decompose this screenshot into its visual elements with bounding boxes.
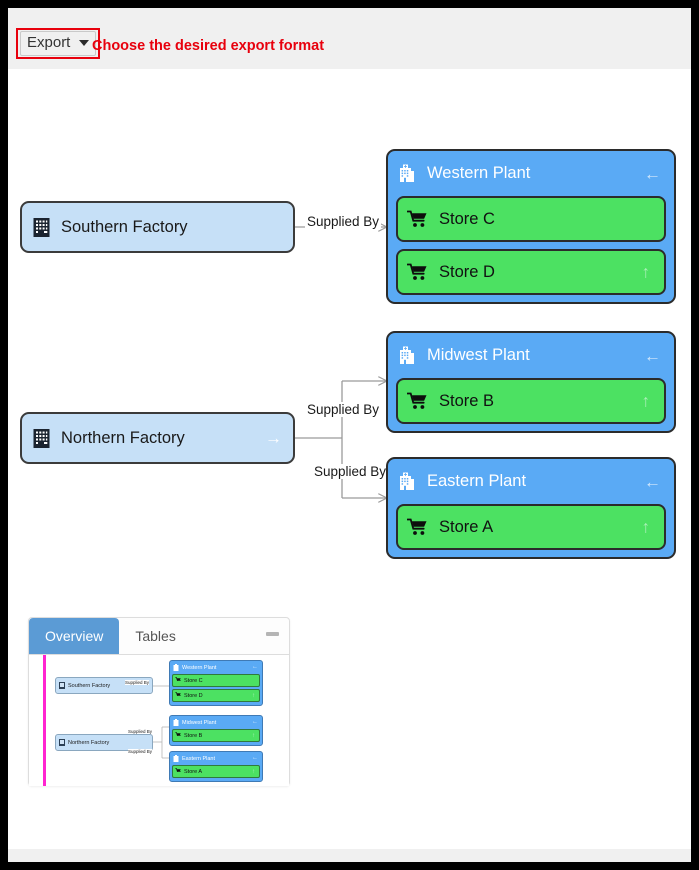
bottom-strip xyxy=(8,849,691,862)
node-store-a[interactable]: Store A ↑ xyxy=(396,504,666,550)
minimap-group-midwest-plant[interactable]: Midwest Plant ← Store B ↑ xyxy=(169,715,263,746)
office-building-icon xyxy=(32,428,51,449)
minimap-connector-layer xyxy=(153,685,169,759)
node-label: Store D xyxy=(439,262,495,281)
group-eastern-plant[interactable]: Eastern Plant ← Store A ↑ xyxy=(386,457,676,559)
group-title: Midwest Plant xyxy=(182,719,217,726)
minimap-node-northern-factory[interactable]: Northern Factory xyxy=(55,734,153,751)
minimize-icon[interactable] xyxy=(266,632,279,636)
export-hint-text: Choose the desired export format xyxy=(92,38,325,54)
minimap-canvas[interactable]: Southern Factory Northern Factory Suppli… xyxy=(29,655,289,786)
export-dropdown-button[interactable]: Export xyxy=(20,31,97,56)
shopping-cart-icon xyxy=(406,263,428,281)
group-title: Eastern Plant xyxy=(182,755,216,762)
node-northern-factory[interactable]: Northern Factory → xyxy=(20,412,295,464)
minimap-node-store-c[interactable]: Store C xyxy=(172,674,260,687)
arrow-up-icon[interactable]: ↑ xyxy=(641,262,651,282)
arrow-up-icon[interactable]: ↑ xyxy=(641,391,651,411)
node-label: Northern Factory xyxy=(68,739,110,746)
office-building-icon xyxy=(59,739,65,746)
plant-building-icon xyxy=(173,719,179,726)
export-button-label: Export xyxy=(27,34,71,51)
shopping-cart-icon xyxy=(175,677,181,684)
node-label: Store B xyxy=(439,391,495,410)
arrow-up-icon[interactable]: ↑ xyxy=(252,733,255,739)
minimap-edge-label-1: Supplied By xyxy=(125,680,150,685)
edge-label-southern-western: Supplied By xyxy=(305,214,382,229)
group-title: Eastern Plant xyxy=(427,472,527,490)
node-label: Store B xyxy=(184,732,203,739)
plant-building-icon xyxy=(398,472,416,492)
node-label: Store C xyxy=(439,209,495,228)
chevron-down-icon xyxy=(79,40,90,46)
node-label: Southern Factory xyxy=(61,217,188,236)
node-southern-factory[interactable]: Southern Factory xyxy=(20,201,295,253)
overview-tabstrip: Overview Tables xyxy=(29,618,289,655)
arrow-left-icon[interactable]: ← xyxy=(644,164,661,183)
plant-building-icon xyxy=(173,755,179,762)
office-building-icon xyxy=(59,682,65,689)
arrow-up-icon[interactable]: ↑ xyxy=(252,693,255,699)
toolbar: Export Choose the desired export format xyxy=(8,8,691,70)
plant-building-icon xyxy=(398,164,416,184)
group-title: Western Plant xyxy=(427,164,531,182)
shopping-cart-icon xyxy=(175,732,181,739)
minimap-group-eastern-plant[interactable]: Eastern Plant ← Store A ↑ xyxy=(169,751,263,782)
shopping-cart-icon xyxy=(406,392,428,410)
plant-building-icon xyxy=(398,346,416,366)
group-header[interactable]: Midwest Plant ← xyxy=(388,333,674,378)
group-western-plant[interactable]: Western Plant ← Store C xyxy=(386,149,676,304)
minimap-group-western-plant[interactable]: Western Plant ← Store C Store D xyxy=(169,660,263,706)
group-header: Midwest Plant ← xyxy=(170,716,262,729)
node-label: Southern Factory xyxy=(68,682,111,689)
node-label: Store A xyxy=(184,768,203,775)
minimap-node-store-b[interactable]: Store B ↑ xyxy=(172,729,260,742)
tab-overview[interactable]: Overview xyxy=(29,618,120,654)
office-building-icon xyxy=(32,217,51,238)
node-label: Store C xyxy=(184,677,203,684)
group-header[interactable]: Western Plant ← xyxy=(388,151,674,196)
node-store-c[interactable]: Store C xyxy=(396,196,666,242)
shopping-cart-icon xyxy=(406,210,428,228)
overview-panel[interactable]: Overview Tables Southern Factor xyxy=(28,617,290,786)
shopping-cart-icon xyxy=(175,768,181,775)
group-header[interactable]: Eastern Plant ← xyxy=(388,459,674,504)
viewport-marker[interactable] xyxy=(43,655,46,786)
arrow-up-icon[interactable]: ↑ xyxy=(252,769,255,775)
group-header: Eastern Plant ← xyxy=(170,752,262,765)
node-label: Northern Factory xyxy=(61,428,185,447)
node-label: Store A xyxy=(439,517,494,536)
group-title: Western Plant xyxy=(182,664,217,671)
edge-label-northern-midwest: Supplied By xyxy=(305,402,382,417)
minimap-node-store-a[interactable]: Store A ↑ xyxy=(172,765,260,778)
arrow-left-icon[interactable]: ← xyxy=(252,719,258,725)
group-midwest-plant[interactable]: Midwest Plant ← Store B ↑ xyxy=(386,331,676,433)
app-window: Export Choose the desired export format xyxy=(8,8,691,862)
arrow-up-icon[interactable]: ↑ xyxy=(641,517,651,537)
arrow-left-icon[interactable]: ← xyxy=(644,472,661,491)
node-label: Store D xyxy=(184,692,203,699)
plant-building-icon xyxy=(173,664,179,671)
group-title: Midwest Plant xyxy=(427,346,530,364)
export-highlight-box: Export xyxy=(16,28,101,59)
arrow-left-icon[interactable]: ← xyxy=(252,664,258,670)
node-store-b[interactable]: Store B ↑ xyxy=(396,378,666,424)
tab-tables[interactable]: Tables xyxy=(135,628,176,644)
edge-label-northern-eastern: Supplied By xyxy=(312,464,389,479)
arrow-left-icon[interactable]: ← xyxy=(644,346,661,365)
minimap-node-store-d[interactable]: Store D ↑ xyxy=(172,689,260,702)
arrow-right-icon[interactable]: → xyxy=(265,428,282,448)
node-store-d[interactable]: Store D ↑ xyxy=(396,249,666,295)
diagram-canvas[interactable]: Supplied By Supplied By Supplied By Sout… xyxy=(8,69,691,810)
arrow-left-icon[interactable]: ← xyxy=(252,755,258,761)
shopping-cart-icon xyxy=(175,692,181,699)
minimap-edge-label-3: Supplied By xyxy=(128,749,153,754)
shopping-cart-icon xyxy=(406,518,428,536)
group-header: Western Plant ← xyxy=(170,661,262,674)
minimap-edge-label-2: Supplied By xyxy=(128,729,153,734)
